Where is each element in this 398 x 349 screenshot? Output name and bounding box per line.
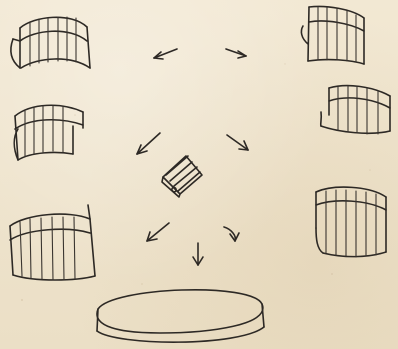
arrow-to-top-left — [154, 49, 177, 59]
curved-wall-top-right — [301, 6, 364, 64]
curved-wall-middle-left — [14, 105, 83, 160]
curved-wall-lower-left — [10, 205, 95, 280]
curved-wall-lower-right — [316, 187, 386, 257]
paper-texture — [21, 63, 371, 301]
arrow-to-platform — [193, 243, 203, 265]
oval-platform — [97, 290, 264, 342]
arrow-to-lower-right — [224, 227, 239, 241]
curved-wall-top-left — [11, 17, 90, 68]
arrow-to-lower-left — [147, 223, 169, 241]
curved-wall-middle-right — [321, 86, 390, 134]
center-module — [162, 156, 202, 197]
arrow-to-middle-right — [227, 135, 248, 150]
arrow-to-top-right — [226, 49, 246, 58]
arrow-to-middle-left — [137, 133, 160, 154]
direction-arrows — [137, 49, 248, 265]
